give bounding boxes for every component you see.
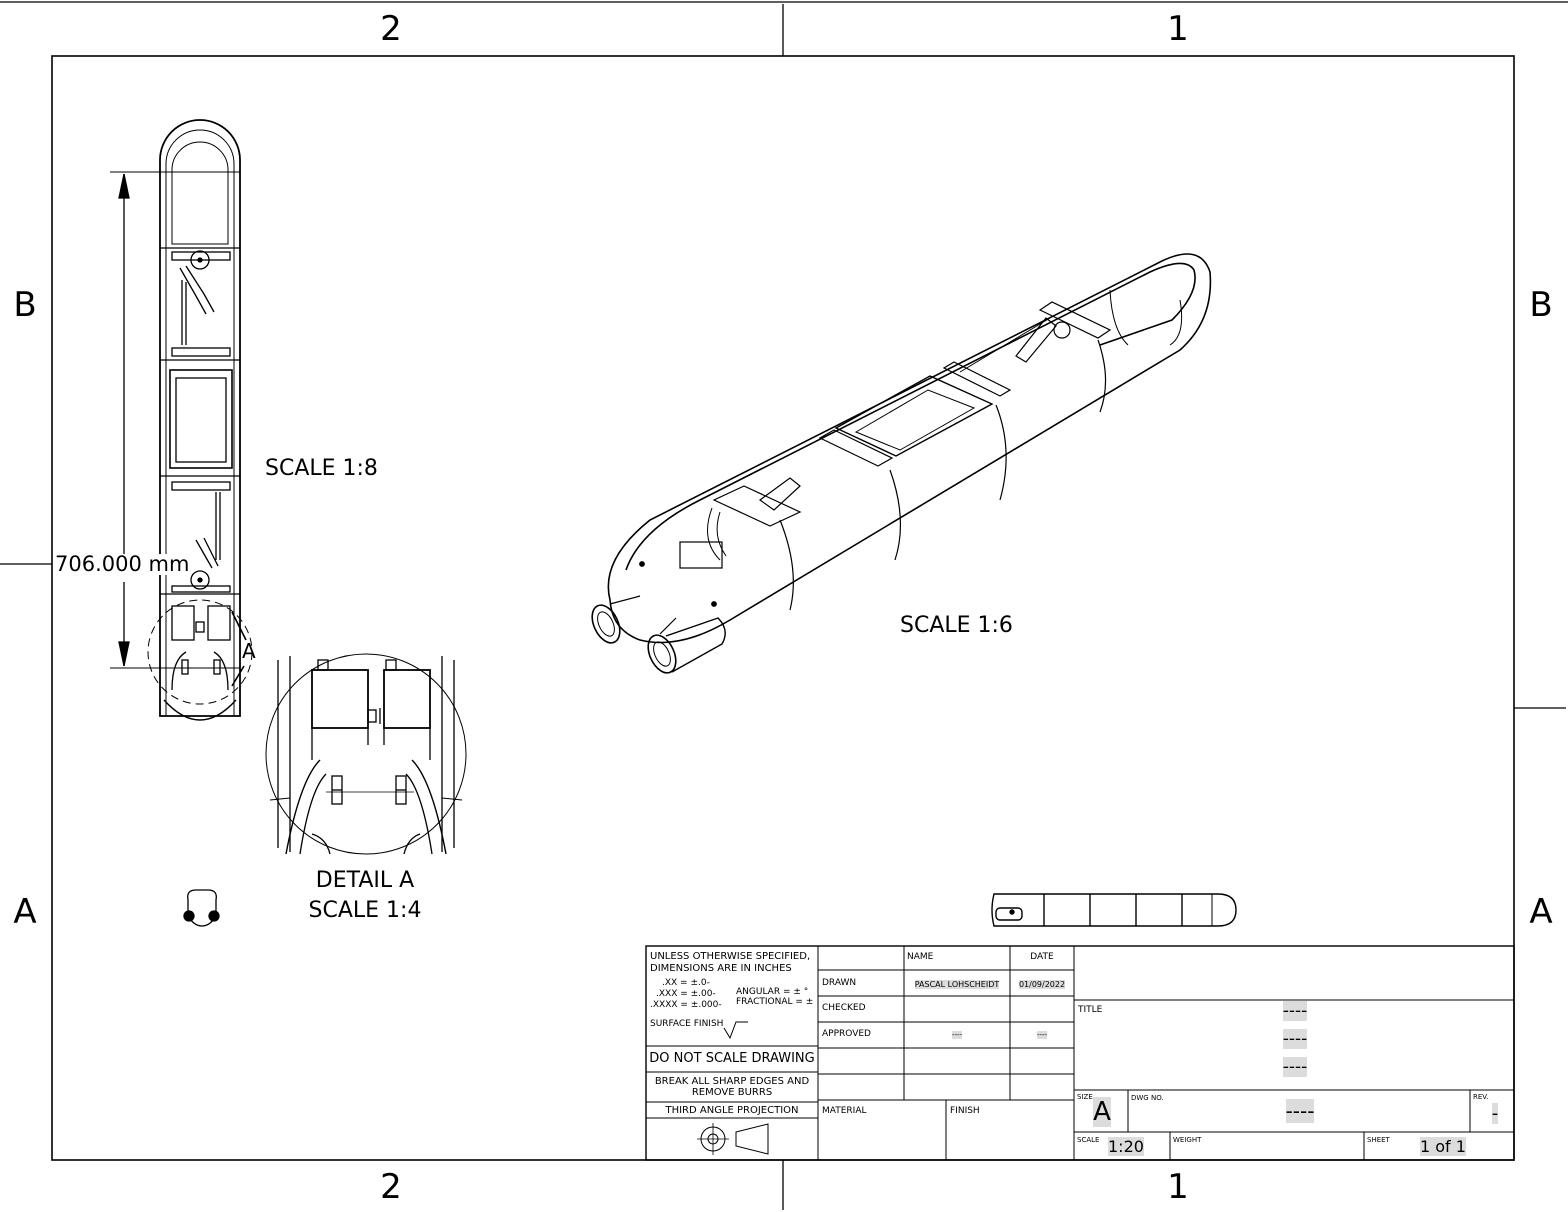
zone-left-b: B: [13, 285, 37, 325]
drawn-label: DRAWN: [822, 978, 857, 988]
break-edges-note-2: REMOVE BURRS: [691, 1087, 773, 1098]
end-view: [183, 889, 220, 927]
approved-name: ----: [951, 1031, 963, 1039]
tolerance-angular: ANGULAR = ± °: [736, 987, 809, 997]
tolerance-note-1: UNLESS OTHERWISE SPECIFIED,: [650, 951, 811, 962]
tolerance-xxx: .XXX = ±.00-: [656, 989, 716, 999]
title-line-3: ----: [1282, 1057, 1308, 1077]
zone-left-a: A: [13, 892, 37, 932]
rev-value: -: [1491, 1103, 1499, 1124]
size-value: A: [1093, 1097, 1111, 1127]
isometric-view: [591, 253, 1212, 674]
title-line-1: ----: [1282, 1001, 1308, 1021]
detail-a-title: DETAIL A: [315, 868, 415, 893]
size-label: SIZE: [1077, 1093, 1093, 1101]
approved-label: APPROVED: [822, 1029, 871, 1039]
weight-label: WEIGHT: [1173, 1136, 1202, 1144]
zone-top-1: 1: [1167, 9, 1189, 49]
surface-finish-label: SURFACE FINISH: [650, 1019, 724, 1029]
detail-callout-label: A: [242, 639, 256, 663]
iso-view-scale: SCALE 1:6: [900, 613, 1013, 638]
do-not-scale-note: DO NOT SCALE DRAWING: [649, 1051, 815, 1066]
detail-a-view: [265, 653, 467, 855]
title-block-grid: [645, 945, 1515, 1161]
dwg-no-label: DWG NO.: [1131, 1094, 1164, 1102]
front-view-scale: SCALE 1:8: [265, 456, 378, 481]
rev-label: REV.: [1473, 1093, 1489, 1101]
side-view: [991, 893, 1237, 927]
scale-label: SCALE: [1077, 1136, 1100, 1144]
tolerance-note-2: DIMENSIONS ARE IN INCHES: [650, 963, 792, 974]
tolerance-xx: .XX = ±.0-: [662, 978, 710, 988]
name-header: NAME: [907, 952, 934, 962]
front-view: [147, 119, 253, 721]
drawn-date: 01/09/2022: [1018, 980, 1066, 989]
title-line-2: ----: [1282, 1029, 1308, 1049]
zone-top-2: 2: [380, 9, 402, 49]
break-edges-note-1: BREAK ALL SHARP EDGES AND: [654, 1076, 810, 1087]
zone-right-a: A: [1529, 892, 1553, 932]
zone-right-b: B: [1529, 285, 1553, 325]
zone-bottom-1: 1: [1167, 1167, 1189, 1207]
dwg-no-value: ----: [1285, 1099, 1315, 1123]
tolerance-xxxx: .XXXX = ±.000-: [650, 1000, 722, 1010]
date-header: DATE: [1030, 952, 1054, 962]
finish-label: FINISH: [950, 1106, 980, 1116]
checked-label: CHECKED: [822, 1003, 866, 1013]
title-label: TITLE: [1078, 1005, 1103, 1015]
material-label: MATERIAL: [822, 1106, 867, 1116]
approved-date: ----: [1036, 1031, 1048, 1039]
dimension-706: [110, 171, 240, 669]
sheet-label: SHEET: [1367, 1136, 1390, 1144]
tolerance-fractional: FRACTIONAL = ±: [736, 997, 814, 1007]
drawn-name: PASCAL LOHSCHEIDT: [914, 980, 1000, 989]
scale-value: 1:20: [1108, 1137, 1144, 1156]
sheet-value: 1 of 1: [1420, 1137, 1466, 1156]
projection-label: THIRD ANGLE PROJECTION: [665, 1105, 799, 1116]
detail-a-scale: SCALE 1:4: [308, 898, 422, 923]
dimension-label: 706.000 mm: [55, 552, 190, 576]
zone-bottom-2: 2: [380, 1167, 402, 1207]
